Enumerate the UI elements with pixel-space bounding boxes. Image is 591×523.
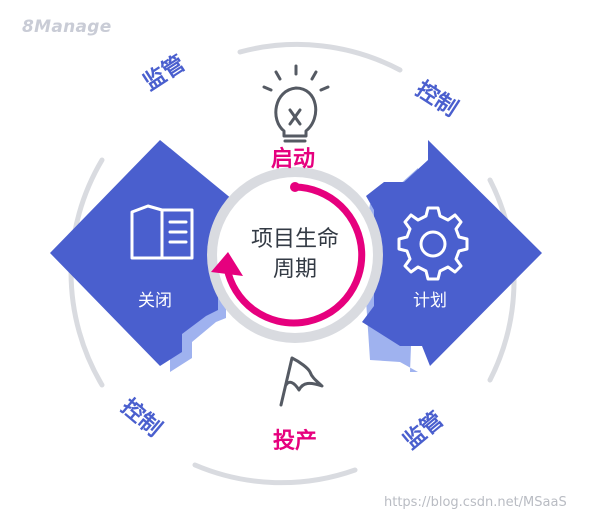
phase-label-close: 关闭 (138, 291, 172, 311)
lightbulb-icon (262, 64, 330, 143)
cycle-arrow-head (211, 252, 243, 276)
brand-logo: 8Manage (22, 17, 112, 37)
plan-panel-shape (362, 140, 542, 366)
cycle-arrow (211, 182, 366, 327)
gear-icon (397, 206, 469, 281)
plan-panel (362, 140, 542, 372)
ring-arc-bottom (192, 462, 358, 486)
phase-label-plan: 计划 (413, 291, 447, 311)
book-icon (130, 204, 194, 260)
center-title-line2: 周期 (272, 257, 317, 282)
close-panel-shape (50, 140, 238, 366)
watermark-url: https://blog.csdn.net/MSaaS (384, 495, 567, 510)
cycle-arrow-arc (223, 183, 366, 327)
center-title: 项目生命 周期 (230, 225, 360, 285)
flag-icon (279, 356, 324, 407)
ring-arc-top (237, 41, 403, 73)
center-title-line1: 项目生命 (250, 227, 339, 252)
phase-label-production: 投产 (273, 429, 318, 454)
cycle-arrow-tail (290, 182, 300, 192)
center-disc (217, 177, 373, 333)
phase-label-start: 启动 (271, 147, 316, 172)
